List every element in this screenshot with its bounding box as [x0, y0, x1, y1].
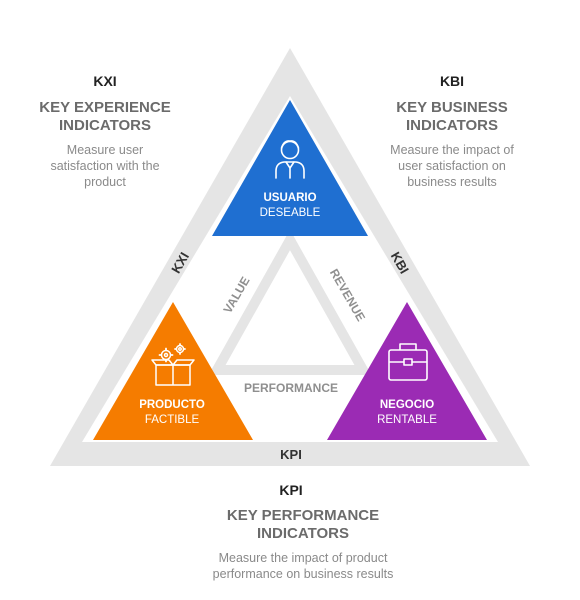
- briefcase-icon: [388, 343, 428, 381]
- kxi-desc-line2: satisfaction with the: [50, 159, 159, 173]
- kpi-desc-line1: Measure the impact of product: [219, 551, 388, 565]
- kbi-abbr: KBI: [440, 73, 464, 89]
- kxi-title-line2: INDICATORS: [59, 117, 151, 134]
- kxi-desc-line3: product: [84, 175, 126, 189]
- kpi-title-line1: KEY PERFORMANCE: [227, 507, 379, 524]
- kpi-title-line2: INDICATORS: [257, 525, 349, 542]
- negocio-label: NEGOCIO: [380, 399, 434, 411]
- edge-bottom-label: KPI: [280, 447, 302, 462]
- kxi-title-line1: KEY EXPERIENCE: [39, 99, 170, 116]
- negocio-sub-label: RENTABLE: [377, 414, 437, 426]
- kxi-desc-line1: Measure user: [67, 143, 143, 157]
- negocio-triangle: [327, 302, 487, 440]
- inner-bottom-label: PERFORMANCE: [244, 381, 338, 395]
- kxi-abbr: KXI: [93, 73, 116, 89]
- producto-sub-label: FACTIBLE: [145, 414, 200, 426]
- center-triangle-outline: [208, 229, 372, 375]
- kbi-title-line2: INDICATORS: [406, 117, 498, 134]
- usuario-sub-label: DESEABLE: [260, 207, 321, 219]
- kbi-desc-line1: Measure the impact of: [390, 143, 514, 157]
- kbi-desc-line2: user satisfaction on: [398, 159, 506, 173]
- producto-label: PRODUCTO: [139, 399, 205, 411]
- usuario-label: USUARIO: [263, 192, 316, 204]
- kpi-desc-line2: performance on business results: [213, 567, 394, 581]
- kbi-desc-line3: business results: [407, 175, 497, 189]
- user-icon: [275, 140, 305, 179]
- box-gears-icon: [151, 343, 195, 386]
- kbi-title-line1: KEY BUSINESS: [396, 99, 507, 116]
- kpi-abbr: KPI: [279, 482, 302, 498]
